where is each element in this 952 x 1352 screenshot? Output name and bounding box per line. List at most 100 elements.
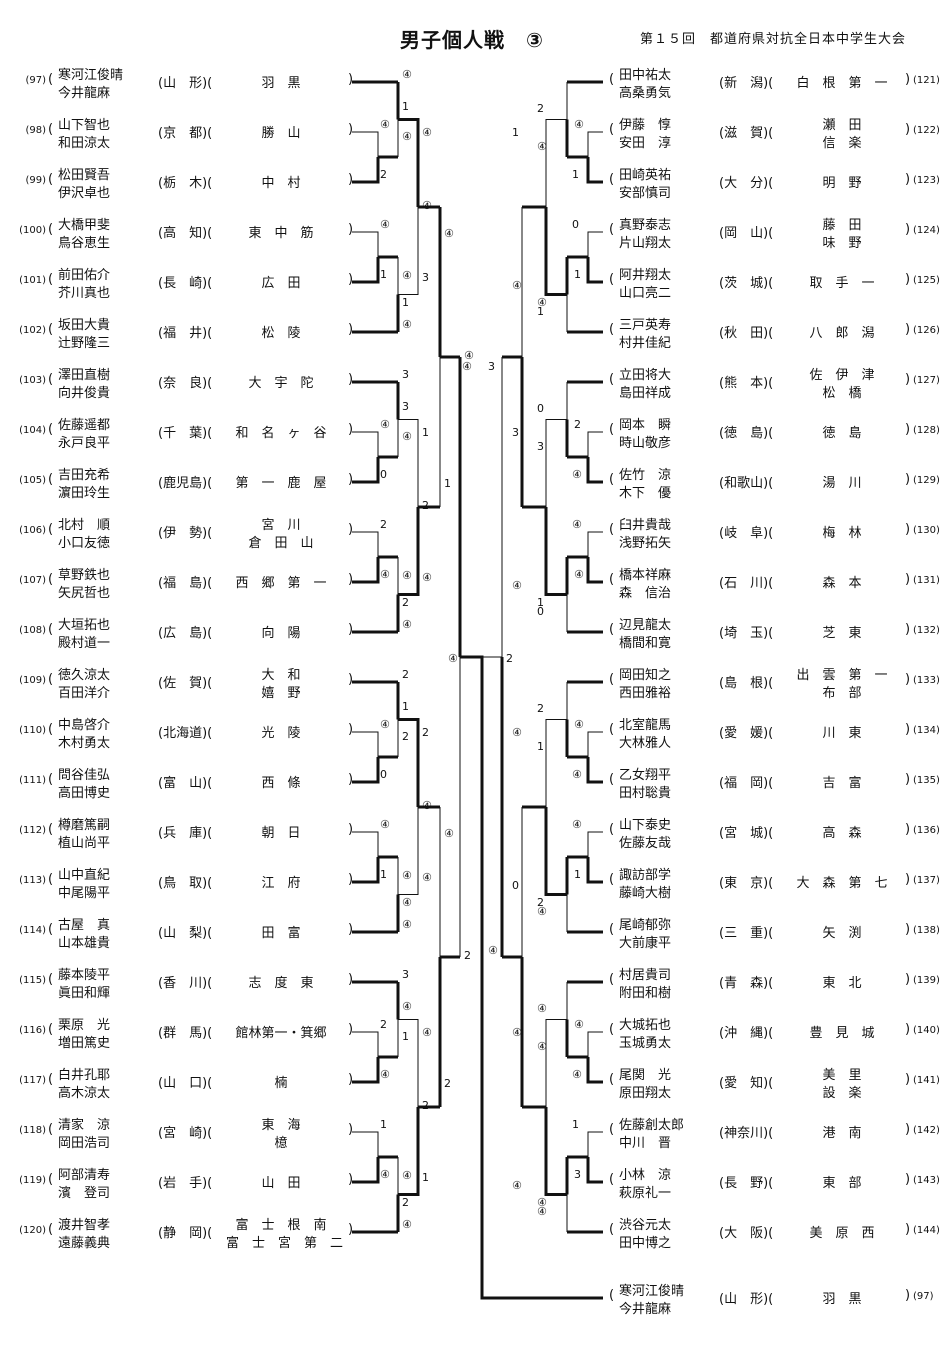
player-name-1: 北村 順 [58, 518, 111, 533]
bracket-paren: ) [348, 272, 354, 287]
bracket-paren: ( [609, 372, 615, 387]
prefecture: (鹿児島)( [158, 476, 213, 491]
bracket-paren: ( [48, 222, 54, 237]
school-name: 梅 林 [822, 526, 862, 541]
prefecture: (兵 庫)( [158, 826, 213, 841]
player-name-2: 百田洋介 [58, 686, 111, 701]
bracket-path [586, 757, 603, 784]
prefecture: (伊 勢)( [158, 526, 213, 541]
entry-row: (真野泰志片山翔太(岡 山)(藤 田味 野)(124) [603, 212, 952, 252]
player-name-1: 樽磨篤嗣 [58, 818, 111, 833]
player-name-2: 中川 晋 [619, 1136, 672, 1151]
player-name-2: 玉城勇太 [619, 1036, 672, 1051]
bracket-paren: ) [348, 1172, 354, 1187]
entry-row: (北室龍馬大林雅人(愛 媛)(川 東)(134) [603, 712, 952, 752]
score-mark: 2 [402, 596, 409, 609]
entry-number: (123) [913, 175, 940, 186]
bracket-path [587, 1131, 603, 1157]
entry-row: (116)(栗原 光増田篤史(群 馬)(館林第一・箕郷) [2, 1012, 354, 1052]
bracket-paren: ( [609, 1172, 615, 1187]
bracket-paren: ) [348, 1022, 354, 1037]
bracket-paren: ( [609, 772, 615, 787]
bracket-paren: ) [348, 1122, 354, 1137]
entry-row: (113)(山中直紀中尾陽平(鳥 取)(江 府) [2, 862, 353, 902]
score-mark: 3 [574, 1168, 581, 1181]
bracket-paren: ) [905, 1022, 911, 1037]
prefecture: (埼 玉)( [719, 626, 774, 641]
score-mark: ④ [572, 818, 582, 831]
school-name: 美 里 [822, 1068, 862, 1083]
player-name-1: 村居貴司 [619, 968, 672, 983]
entry-number: (97) [25, 75, 46, 86]
entry-row: (115)(藤本陵平眞田和輝(香 川)(志 度 東) [2, 962, 353, 1002]
player-name-1: 山中直紀 [58, 868, 111, 883]
entry-row: (三戸英寿村井佳紀(秋 田)(八 郎 潟)(126) [603, 312, 952, 352]
bracket-path [398, 207, 419, 295]
bracket-path [544, 807, 567, 896]
bracket-paren: ( [48, 622, 54, 637]
player-name-2: 中尾陽平 [58, 886, 111, 901]
player-name-1: 田中祐太 [619, 68, 672, 83]
score-mark: ④ [402, 1000, 412, 1013]
entry-number: (141) [913, 1075, 940, 1086]
bracket-path [587, 731, 603, 757]
score-mark: ④ [380, 568, 390, 581]
player-name-2: 濱 登司 [58, 1186, 111, 1201]
entry-number: (134) [913, 725, 940, 736]
score-mark: ④ [402, 68, 412, 81]
player-name-1: 佐竹 涼 [619, 468, 672, 483]
prefecture: (東 京)( [719, 876, 774, 891]
bracket-paren: ) [905, 1222, 911, 1237]
prefecture: (滋 賀)( [719, 126, 774, 141]
prefecture: (石 川)( [719, 576, 774, 591]
player-name-1: 乙女翔平 [619, 768, 672, 783]
prefecture: (長 野)( [719, 1176, 774, 1191]
player-name-1: 白井孔耶 [58, 1068, 111, 1083]
bracket-paren: ) [905, 872, 911, 887]
bracket-paren: ( [609, 72, 615, 87]
entry-row: (渋谷元太田中博之(大 阪)(美 原 西)(144) [603, 1212, 952, 1252]
bracket-path [587, 131, 603, 157]
school-name: 信 楽 [822, 136, 862, 151]
score-mark: ④ [572, 1068, 582, 1081]
prefecture: (神奈川)( [719, 1126, 774, 1141]
bracket-path [352, 457, 380, 484]
entry-row: (佐竹 涼木下 優(和歌山)(湯 川)(129) [603, 462, 952, 502]
bracket-paren: ) [905, 472, 911, 487]
player-name-2: 高桑勇気 [619, 86, 672, 101]
player-name-2: 伊沢卓也 [58, 186, 111, 201]
bracket-paren: ( [48, 672, 54, 687]
school-name: 八 郎 潟 [809, 326, 875, 341]
bracket-paren: ( [48, 822, 54, 837]
score-mark: ④ [402, 618, 412, 631]
school-name: 美 原 西 [809, 1226, 875, 1241]
score-mark: ④ [402, 1218, 412, 1231]
player-name-1: 吉田充希 [58, 468, 111, 483]
bracket-path [352, 557, 380, 584]
score-mark: ④ [444, 227, 454, 240]
bracket-paren: ) [348, 1222, 354, 1237]
player-name-1: 田崎英祐 [619, 168, 672, 183]
school-name: 富 士 根 南 [235, 1218, 327, 1233]
score-mark: ④ [402, 568, 412, 582]
player-name-2: 島田祥成 [619, 386, 672, 401]
bracket-paren: ( [609, 672, 615, 687]
bracket-paren: ( [48, 972, 54, 987]
score-mark: 1 [512, 125, 519, 139]
entry-number: (117) [19, 1075, 46, 1086]
entry-row: (阿井翔太山口亮二(茨 城)(取 手 一)(125) [603, 262, 952, 302]
player-name-2: 安部慎司 [619, 186, 672, 201]
score-mark: 2 [402, 729, 409, 743]
bracket-paren: ) [905, 1072, 911, 1087]
entry-number: (115) [19, 975, 46, 986]
score-mark: ④ [444, 827, 454, 840]
entry-row: (103)(澤田直樹向井俊貴(奈 良)(大 宇 陀) [2, 362, 353, 402]
prefecture: (栃 木)( [158, 176, 213, 191]
player-name-2: 殿村道一 [58, 636, 111, 651]
bracket-paren: ( [609, 1288, 615, 1303]
bracket-paren: ) [348, 922, 354, 937]
bracket-path [352, 731, 379, 757]
bracket-path [352, 1057, 380, 1084]
prefecture: (山 口)( [158, 1076, 213, 1091]
player-name-1: 寒河江俊晴 [58, 68, 124, 83]
